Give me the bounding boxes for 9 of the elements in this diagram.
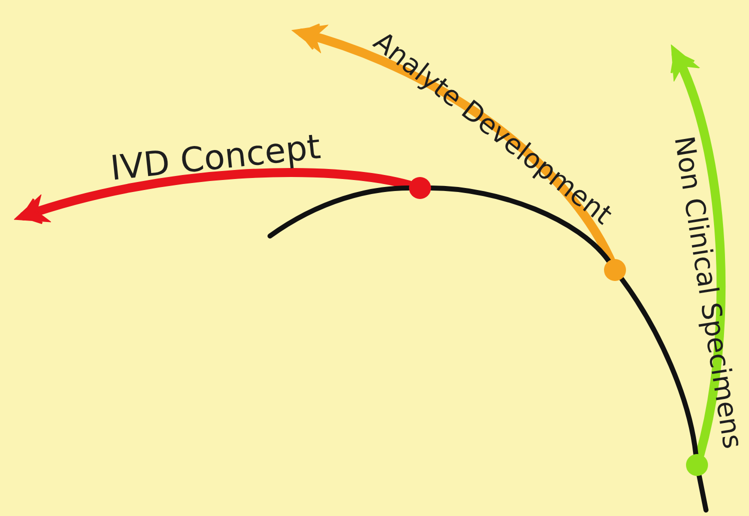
milestone-dot	[604, 259, 626, 281]
trajectory-line	[268, 186, 412, 238]
edge-label: IVD Concept	[108, 127, 322, 189]
trajectory-line	[619, 276, 698, 457]
trajectory-line	[696, 473, 708, 512]
trajectory-line	[428, 186, 612, 264]
milestone-dot	[686, 454, 708, 476]
milestone-dot	[409, 177, 431, 199]
edge-label: Non Clinical Specimens	[668, 134, 748, 450]
